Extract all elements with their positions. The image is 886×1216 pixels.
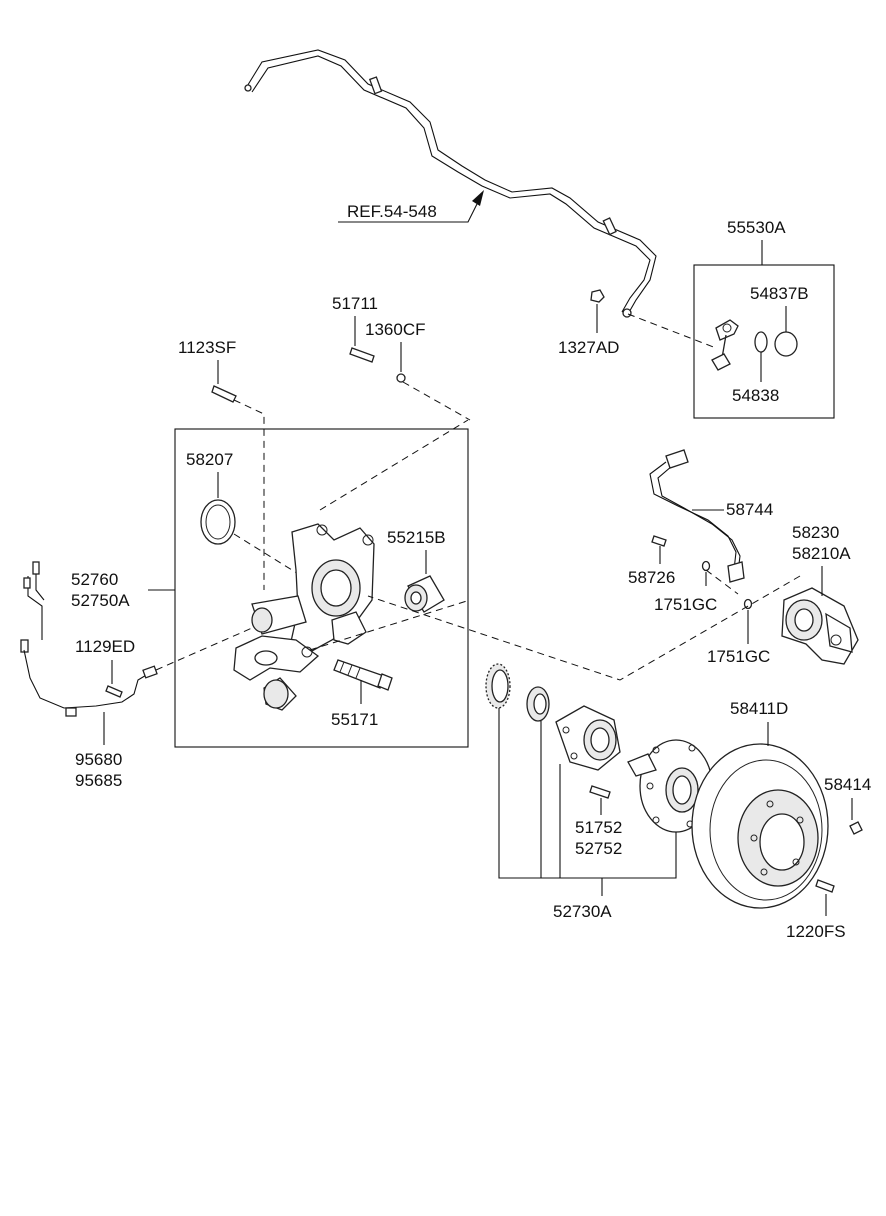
washer-1360CF [396, 373, 406, 383]
label-95680: 95680 [75, 750, 122, 769]
tone-ring [485, 663, 511, 709]
abs-sensor [20, 561, 158, 717]
nut-58414 [849, 821, 863, 835]
label-52750A: 52750A [71, 591, 130, 610]
label-51752: 51752 [575, 818, 622, 837]
stabilizer-bar [244, 49, 657, 318]
label-1123SF: 1123SF [178, 338, 236, 357]
brake-caliper [781, 587, 859, 665]
knuckle-box [174, 428, 469, 748]
label-55171: 55171 [331, 710, 378, 729]
washer-1751GC-b [743, 598, 753, 610]
screw-1220FS [815, 879, 835, 893]
seal [526, 686, 550, 722]
label-58411D: 58411D [730, 699, 788, 718]
knuckle [233, 523, 375, 681]
label-1220FS: 1220FS [786, 922, 846, 941]
label-58726: 58726 [628, 568, 675, 587]
label-52760: 52760 [71, 570, 118, 589]
nut-1327AD [590, 289, 605, 303]
label-54837B: 54837B [750, 284, 809, 303]
label-95685: 95685 [75, 771, 122, 790]
stabilizer-link-box [693, 264, 835, 419]
label-1751GC-b: 1751GC [707, 647, 770, 666]
label-51711: 51711 [332, 294, 378, 313]
label-52752: 52752 [575, 839, 622, 858]
o-ring-54838 [754, 331, 768, 353]
cap-54837B [774, 331, 798, 357]
label-58414: 58414 [824, 775, 871, 794]
bolt-1129ED [105, 685, 123, 698]
brake-disc [691, 743, 829, 909]
ref-leader [338, 190, 484, 223]
hub-bolt-51752 [589, 785, 611, 799]
bolt-55171 [333, 659, 393, 691]
bolt-1123SF [211, 385, 237, 403]
bolt-58726 [651, 535, 667, 547]
label-1129ED: 1129ED [75, 637, 135, 656]
label-55215B: 55215B [387, 528, 446, 547]
label-52730A: 52730A [553, 902, 612, 921]
label-58230: 58230 [792, 523, 839, 542]
stabilizer-link [711, 319, 739, 371]
label-58210A: 58210A [792, 544, 851, 563]
label-1327AD: 1327AD [558, 338, 619, 357]
brake-hose-58744 [649, 449, 745, 583]
label-55530A: 55530A [727, 218, 786, 237]
bolt-51711 [349, 347, 375, 363]
bushing-55215B [404, 575, 445, 613]
label-54838: 54838 [732, 386, 779, 405]
seal-58207 [200, 499, 236, 545]
washer-1751GC-a [701, 560, 711, 572]
hub-bearing [555, 705, 621, 771]
label-1360CF: 1360CF [365, 320, 425, 339]
label-ref: REF.54-548 [347, 202, 437, 221]
label-1751GC-a: 1751GC [654, 595, 717, 614]
label-58744: 58744 [726, 500, 773, 519]
lower-bushing [263, 677, 297, 711]
label-58207: 58207 [186, 450, 233, 469]
